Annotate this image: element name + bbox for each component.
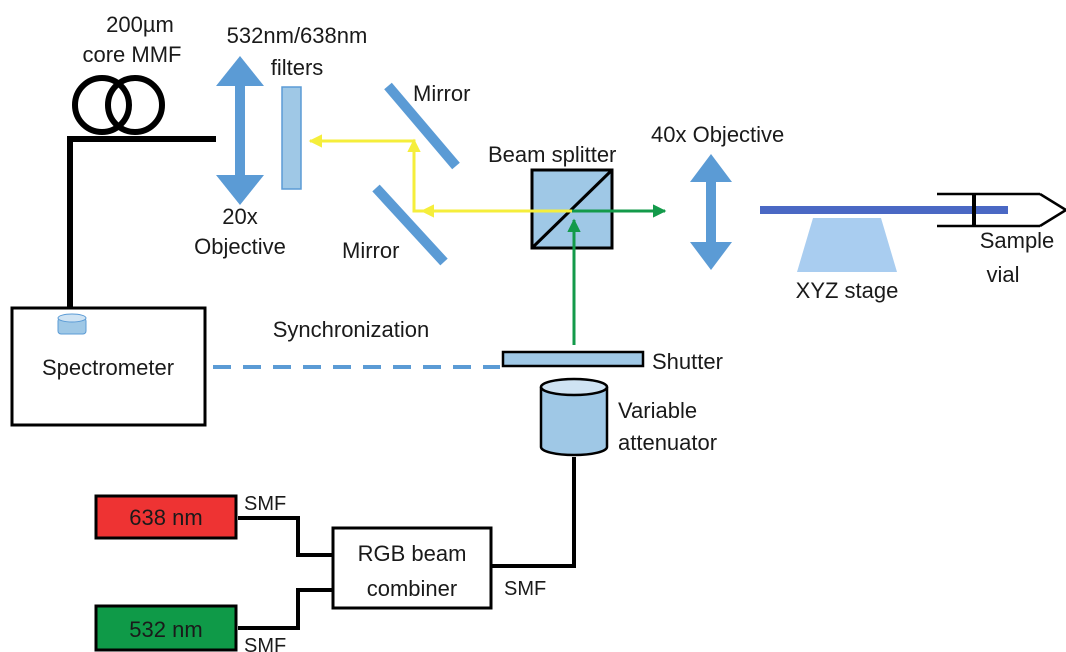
smf-red-label: SMF xyxy=(244,493,286,515)
attenuator-icon xyxy=(539,377,609,457)
shutter-icon xyxy=(501,350,645,368)
laser-532nm-label: 532 nm xyxy=(129,617,202,642)
fiber-label-line1: 200µm xyxy=(106,12,174,37)
sample-vial-icon xyxy=(937,192,1066,228)
mirror-top-icon xyxy=(384,82,460,170)
rgb-combiner-label-line1: RGB beam xyxy=(358,541,467,566)
objective-20x-label-line1: 20x xyxy=(222,204,257,229)
mirror-bottom-label: Mirror xyxy=(342,238,399,263)
objective-40x-label: 40x Objective xyxy=(651,122,784,147)
xyz-stage-icon xyxy=(797,218,897,272)
smf-green-label: SMF xyxy=(244,635,286,652)
spectrometer-box xyxy=(10,306,207,427)
filters-label-line1: 532nm/638nm xyxy=(227,23,368,48)
smf-out-label: SMF xyxy=(504,578,546,600)
attenuator-label-line1: Variable xyxy=(618,398,697,423)
fiber-label-line2: core MMF xyxy=(83,42,182,67)
rgb-combiner-box xyxy=(331,526,493,610)
green-excitation-beam xyxy=(567,204,667,345)
sample-vial-label-line1: Sample xyxy=(980,228,1055,253)
filter-icon xyxy=(281,86,302,190)
yellow-return-beam xyxy=(308,134,572,218)
mirror-top-label: Mirror xyxy=(413,81,470,106)
laser-638nm-label: 638 nm xyxy=(129,505,202,530)
spectrometer-port-icon xyxy=(57,313,87,335)
attenuator-label-line2: attenuator xyxy=(618,430,717,455)
synchronization-label: Synchronization xyxy=(273,317,430,342)
smf-fibers xyxy=(238,457,576,630)
xyz-stage-label: XYZ stage xyxy=(796,278,899,303)
objective-40x-icon xyxy=(690,154,732,270)
objective-20x-label-line2: Objective xyxy=(194,234,286,259)
mirror-bottom-icon xyxy=(372,184,448,266)
laser-638nm-box xyxy=(94,494,238,540)
beam-splitter-icon xyxy=(530,168,614,250)
rgb-combiner-label-line2: combiner xyxy=(367,576,457,601)
sample-vial-label-line2: vial xyxy=(986,262,1019,287)
filters-label-line2: filters xyxy=(271,55,324,80)
objective-20x-icon xyxy=(216,56,264,205)
beam-splitter-label: Beam splitter xyxy=(488,142,616,167)
laser-532nm-box xyxy=(94,604,238,652)
multimode-fiber xyxy=(67,75,216,310)
spectrometer-label: Spectrometer xyxy=(42,355,174,380)
shutter-label: Shutter xyxy=(652,349,723,374)
